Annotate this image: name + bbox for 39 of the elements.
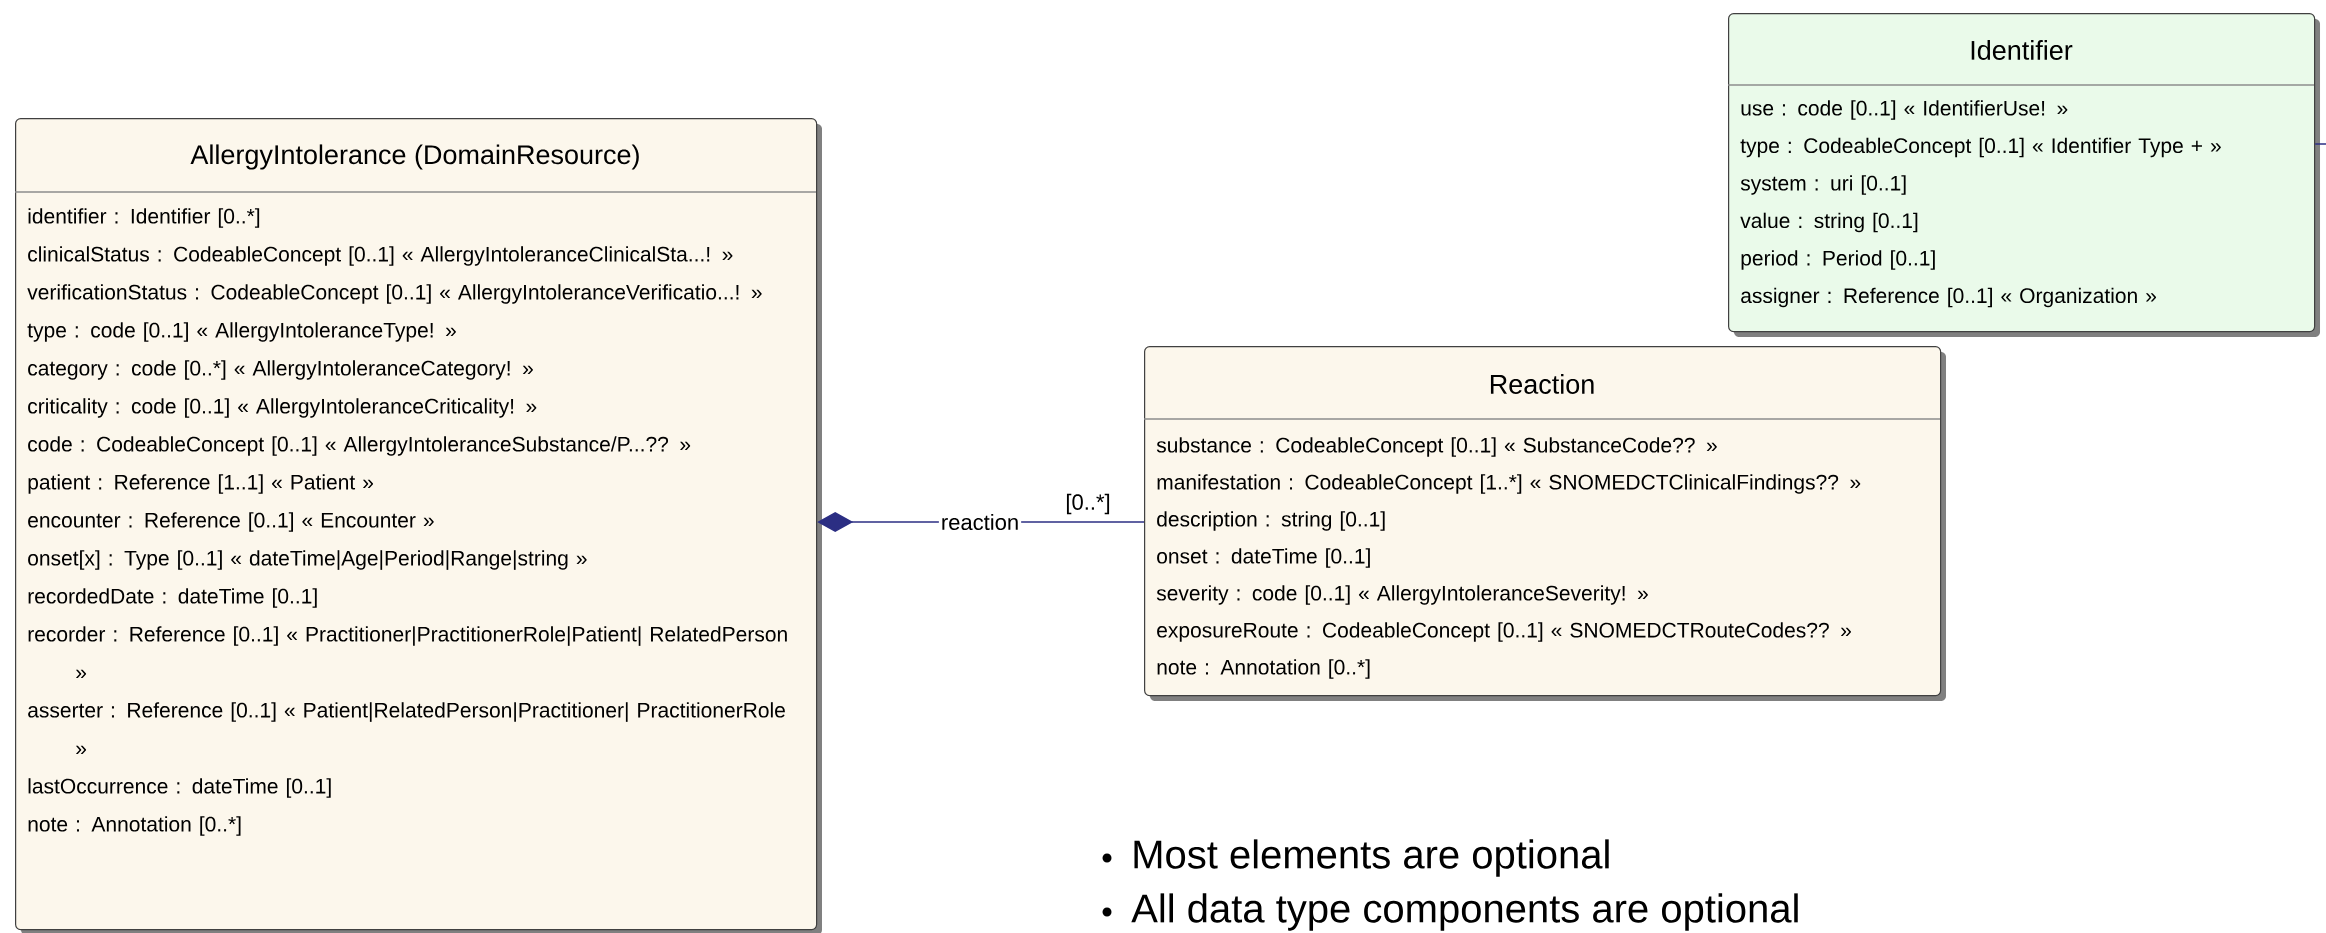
multiplicity-label: [0..*] xyxy=(1066,493,1110,515)
attribute-text: use : code [0..1] « IdentifierUse! » xyxy=(1741,100,2068,120)
attribute-text: category : code [0..*] « AllergyIntoleranceCategory! » xyxy=(28,360,533,380)
attribute-text: code : CodeableConcept [0..1] « AllergyIntoleranceSubstance/P...?? » xyxy=(28,436,691,456)
class-box xyxy=(14,118,822,933)
attribute-text: note : Annotation [0..*] xyxy=(1157,659,1370,679)
attribute-text: period : Period [0..1] xyxy=(1741,250,1935,270)
attribute-text: identifier : Identifier [0..*] xyxy=(28,208,260,228)
bullet-text: All data type components are optional xyxy=(1131,893,1798,931)
class-title: AllergyIntolerance (DomainResource) xyxy=(190,144,639,170)
attribute-text: recorder : Reference [0..1] « Practitioner|PractitionerRole|Patient| RelatedPerson » xyxy=(28,626,787,678)
attribute-text: type : CodeableConcept [0..1] « Identifier Type + » xyxy=(1740,137,2221,158)
attribute-text: severity : code [0..1] « AllergyIntoleranceSeverity! » xyxy=(1156,585,1648,605)
attribute-text: encounter : Reference [0..1] « Encounter » xyxy=(28,512,434,532)
attribute-text: criticality : code [0..1] « AllergyIntoleranceCriticality! » xyxy=(28,398,537,418)
attribute-text: note : Annotation [0..*] xyxy=(28,816,241,836)
attribute-text: type : code [0..1] « AllergyIntoleranceType! » xyxy=(27,322,456,342)
attribute-text: value : string [0..1] xyxy=(1740,212,1918,233)
attribute-text: recordedDate : dateTime [0..1] xyxy=(28,588,317,608)
bullet-text: Most elements are optional xyxy=(1134,839,1609,877)
class-box xyxy=(1143,346,1946,701)
attribute-text: assigner : Reference [0..1] « Organization » xyxy=(1741,287,2156,308)
attribute-text: onset[x] : Type [0..1] « dateTime|Age|Period|Range|string » xyxy=(28,550,587,570)
attribute-text: clinicalStatus : CodeableConcept [0..1] « AllergyIntoleranceClinicalSta...! » xyxy=(28,246,733,266)
attribute-text: onset : dateTime [0..1] xyxy=(1157,548,1370,568)
attribute-text: description : string [0..1] xyxy=(1157,511,1385,531)
edge-label: reaction xyxy=(942,513,1018,531)
attribute-text: substance : CodeableConcept [0..1] « SubstanceCode?? » xyxy=(1156,437,1717,457)
attribute-text: manifestation : CodeableConcept [1..*] « SNOMEDCTClinicalFindings?? » xyxy=(1157,474,1861,494)
connector-line xyxy=(2314,143,2326,145)
attribute-text: verificationStatus : CodeableConcept [0..1] « AllergyIntoleranceVerificatio...! » xyxy=(27,284,762,304)
class-box xyxy=(1727,13,2320,337)
attribute-text: lastOccurrence : dateTime [0..1] xyxy=(28,778,331,798)
attribute-text: system : uri [0..1] xyxy=(1740,175,1906,195)
attribute-text: patient : Reference [1..1] « Patient » xyxy=(28,474,373,494)
class-title: Identifier xyxy=(1971,40,2073,60)
attribute-text: asserter : Reference [0..1] « Patient|RelatedPerson|Practitioner| PractitionerRole » xyxy=(28,702,785,754)
class-title: Reaction xyxy=(1490,374,1594,394)
attribute-text: exposureRoute : CodeableConcept [0..1] « SNOMEDCTRouteCodes?? » xyxy=(1157,622,1851,642)
